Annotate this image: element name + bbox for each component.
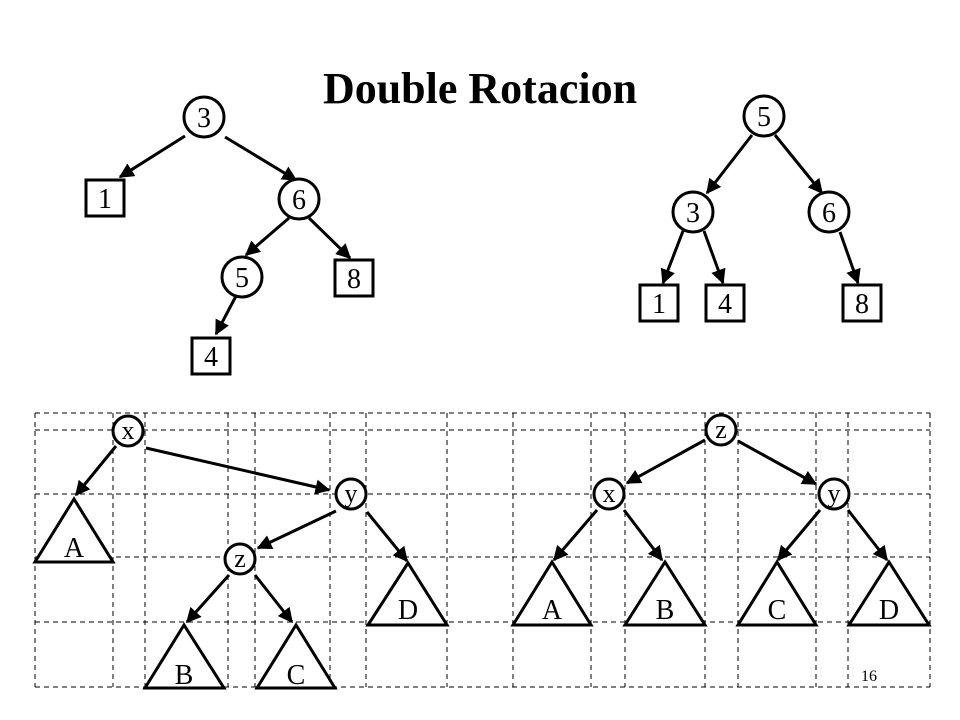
tree-node-5-after-label: 5 [757,102,771,133]
tree-node-5-label: 5 [235,263,249,294]
node-y-after-label: y [828,479,841,508]
edge-x-B-after [622,509,664,562]
edge-6-8 [307,216,352,260]
node-z-after [704,413,738,447]
edge-x-A-after [552,509,599,562]
subtree-D-label: D [398,595,418,626]
subtree-B-label: B [175,660,194,691]
node-z [223,542,257,576]
tree-leaf-4-after [704,283,746,323]
tree-before-rotation: 3 1 6 5 8 4 [84,95,375,376]
subtree-B-after-label: B [656,595,675,626]
tree-node-6-label: 6 [292,185,306,216]
edge-5-4 [214,295,238,336]
tree-node-6-after-label: 6 [822,198,836,229]
tree-node-5-after [742,94,786,138]
node-x [111,414,145,448]
subtree-C [254,622,338,690]
tree-leaf-8 [333,258,375,298]
edge-5-6 [773,134,824,195]
tree-leaf-8-after-label: 8 [855,289,869,320]
schema-after-rotation: A B C D z x y [510,413,932,627]
edge-z-B [185,574,231,624]
tree-node-5 [220,255,264,299]
tree-leaf-1-label: 1 [98,184,112,215]
subtree-C-after-label: C [768,595,787,626]
slide-title: Double Rotacion [323,64,637,113]
edge-3-1 [118,134,186,179]
tree-leaf-4-after-label: 4 [718,289,732,320]
tree-leaf-1-after-label: 1 [652,289,666,320]
subtree-D-after [846,559,932,627]
node-x-after [592,477,626,511]
node-y-label: y [345,479,358,508]
edge-5-3 [705,134,754,195]
edge-z-x-after [625,438,706,485]
edge-y-C-after [776,509,822,562]
page-number: 16 [861,668,877,685]
schema-before-rotation: A D B C x y z [32,414,450,691]
subtree-B [142,622,227,690]
subtree-C-label: C [287,660,306,691]
edge-x-y [145,446,331,495]
tree-leaf-4-label: 4 [204,342,218,373]
tree-node-3-label: 3 [197,103,211,134]
edge-x-A [74,445,118,497]
tree-leaf-1-after [638,283,680,323]
subtree-A-label: A [64,533,85,564]
tree-node-3-after [671,190,715,234]
edge-6-8-after [838,231,861,285]
node-x-after-label: x [603,479,616,508]
node-z-after-label: z [715,415,727,444]
dashed-grid [34,412,931,688]
tree-node-3 [182,95,226,139]
tree-leaf-8-label: 8 [347,264,361,295]
tree-node-3-after-label: 3 [686,198,700,229]
edge-y-z [256,509,337,550]
edge-3-4-after [702,230,726,285]
edge-z-C [253,574,294,624]
subtree-A [32,496,116,564]
tree-after-rotation: 5 3 6 1 4 8 [638,94,883,323]
tree-leaf-1 [84,178,126,218]
node-y [334,477,368,511]
subtree-D-after-label: D [879,595,899,626]
subtree-A-after-label: A [542,595,563,626]
edge-3-1-after [660,230,685,285]
subtree-B-after [622,559,708,627]
node-z-label: z [234,544,246,573]
subtree-C-after [735,559,819,627]
node-y-after [817,477,851,511]
edge-y-D [365,511,409,563]
tree-leaf-4 [190,336,232,376]
tree-node-6-after [807,190,851,234]
tree-leaf-8-after [841,283,883,323]
edge-6-5 [244,216,290,257]
tree-node-6 [277,177,321,221]
edge-y-D-after [846,509,889,562]
subtree-A-after [510,559,594,627]
edge-3-6 [224,135,298,182]
subtree-D [365,560,450,627]
node-x-label: x [122,416,135,445]
edge-z-y-after [737,439,818,486]
